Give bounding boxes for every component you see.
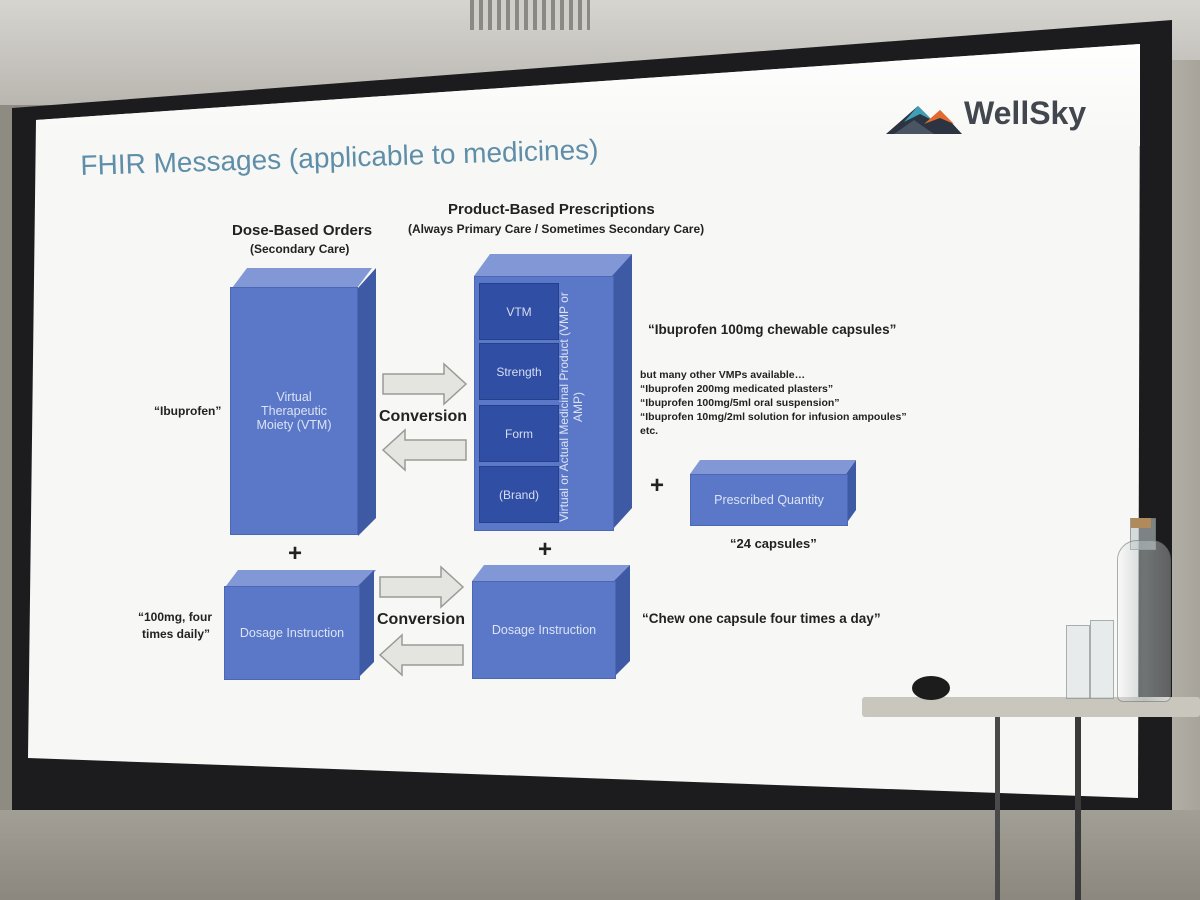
other-vmps-line-3: “Ibuprofen 10mg/2ml solution for infusio… xyxy=(640,411,907,423)
water-bottle xyxy=(1117,540,1171,702)
dosage-instruction-left: Dosage Instruction xyxy=(224,586,360,680)
other-vmps-line-1: “Ibuprofen 200mg medicated plasters” xyxy=(640,383,834,395)
quote-chew: “Chew one capsule four times a day” xyxy=(642,611,881,626)
other-vmps-line-4: etc. xyxy=(640,425,659,437)
other-vmps-line-0: but many other VMPs available… xyxy=(640,369,806,381)
vtm-box-top xyxy=(232,268,372,288)
product-part-form: Form xyxy=(479,405,559,462)
right-column-subheader: (Always Primary Care / Sometimes Seconda… xyxy=(408,222,705,236)
arrow-right-bottom xyxy=(379,565,465,609)
dosage-instruction-right: Dosage Instruction xyxy=(472,581,616,679)
quote-capsules: “24 capsules” xyxy=(730,536,817,551)
right-column-header: Product-Based Prescriptions xyxy=(448,201,655,218)
table-leg xyxy=(1075,715,1081,900)
dosage-left-side xyxy=(358,570,374,678)
prescribed-quantity-box: Prescribed Quantity xyxy=(690,474,848,526)
other-vmps-line-2: “Ibuprofen 100mg/5ml oral suspension” xyxy=(640,397,840,409)
quote-chewable: “Ibuprofen 100mg chewable capsules” xyxy=(648,322,897,337)
left-column-header: Dose-Based Orders xyxy=(232,222,373,239)
dosage-right-side xyxy=(614,565,630,677)
quantity-box-side xyxy=(846,460,856,524)
glass xyxy=(1066,625,1090,699)
quote-dose-line2: times daily” xyxy=(142,627,211,641)
dosage-left-top xyxy=(226,570,376,586)
product-box-top xyxy=(474,254,632,276)
product-part-brand: (Brand) xyxy=(479,466,559,523)
wellsky-logo-icon xyxy=(886,106,962,134)
left-column-subheader: (Secondary Care) xyxy=(250,242,350,256)
glass xyxy=(1090,620,1114,699)
arrow-left-top xyxy=(381,428,467,472)
quote-ibuprofen: “Ibuprofen” xyxy=(154,404,222,418)
vtm-box: Virtual Therapeutic Moiety (VTM) xyxy=(230,287,358,535)
arrow-right-top xyxy=(382,362,468,406)
presenter-remote xyxy=(912,676,950,700)
quote-dose-line1: “100mg, four xyxy=(138,610,213,624)
product-part-strength: Strength xyxy=(479,343,559,400)
vtm-box-side xyxy=(358,268,376,536)
product-part-vtm: VTM xyxy=(479,283,559,340)
conversion-label-top: Conversion xyxy=(379,408,468,425)
plus-quantity: + xyxy=(650,472,665,499)
conversion-label-bottom: Conversion xyxy=(377,611,466,628)
dosage-right-top xyxy=(472,565,630,581)
ceiling-vent xyxy=(470,0,590,30)
logo-text: WellSky xyxy=(964,95,1087,131)
table-leg xyxy=(995,715,1000,900)
product-box-side xyxy=(612,254,632,530)
arrow-left-bottom xyxy=(378,633,464,677)
table-top xyxy=(862,697,1200,717)
quantity-box-top xyxy=(690,460,856,474)
floor xyxy=(0,810,1200,900)
plus-left: + xyxy=(288,540,303,567)
bottle-cap xyxy=(1131,518,1151,528)
plus-right: + xyxy=(538,536,553,563)
